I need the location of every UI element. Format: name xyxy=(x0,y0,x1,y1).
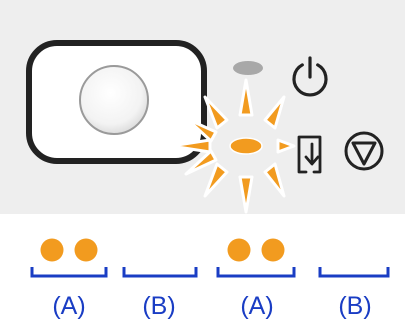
power-icon[interactable] xyxy=(292,56,328,97)
lamp-on-dot xyxy=(74,238,98,262)
lamp-on-dot xyxy=(261,238,285,262)
sequence-label-b-2: (B) xyxy=(338,292,372,320)
round-button[interactable] xyxy=(79,65,149,135)
top-lamp xyxy=(233,61,263,75)
sequence-label-b-1: (B) xyxy=(142,292,176,320)
sequence-bracket xyxy=(318,267,390,278)
flashing-rays xyxy=(169,78,296,214)
lamp-on-dot xyxy=(227,238,251,262)
sequence-label-a-2: (A) xyxy=(240,292,274,320)
sequence-label-a-1: (A) xyxy=(52,292,86,320)
sequence-bracket xyxy=(30,267,108,278)
sequence-bracket xyxy=(122,267,198,278)
sequence-marks xyxy=(30,238,390,278)
lower-lamp xyxy=(229,137,263,155)
paper-feed-icon[interactable] xyxy=(297,135,322,174)
stop-icon[interactable] xyxy=(344,131,384,171)
sequence-bracket xyxy=(216,267,296,278)
lamp-on-dot xyxy=(40,238,64,262)
